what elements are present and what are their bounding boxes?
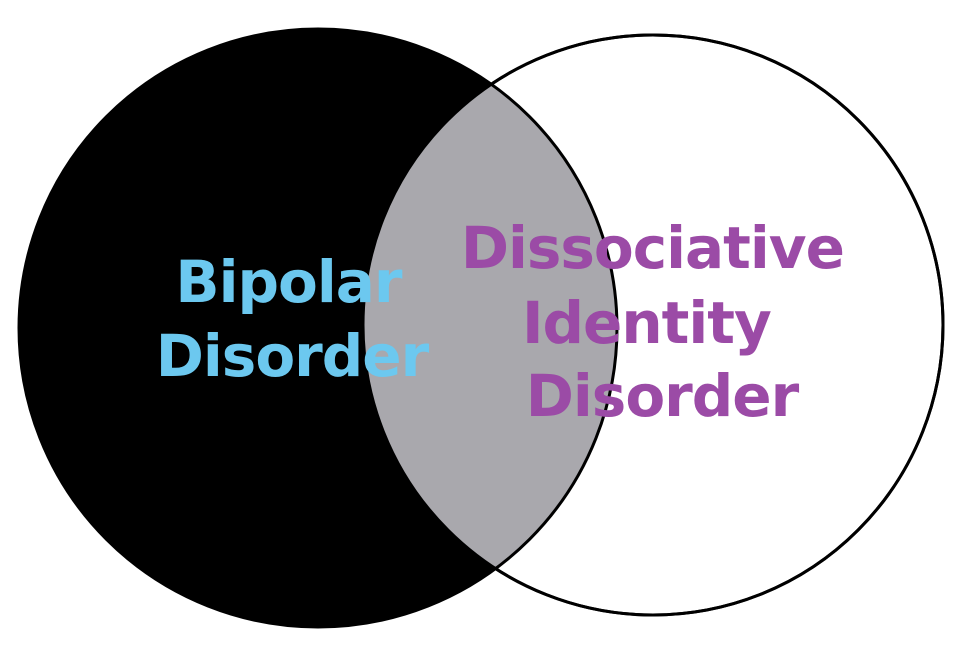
right-set-label: Dissociative Identity Disorder <box>461 214 863 430</box>
right-label-line-2: Identity <box>522 289 771 357</box>
overlap-region <box>363 35 617 615</box>
left-label-line-2: Disorder <box>156 322 430 390</box>
right-label-line-3: Disorder <box>526 362 800 430</box>
left-label-line-1: Bipolar <box>175 248 402 316</box>
right-label-line-1: Dissociative <box>461 214 844 282</box>
left-set-label: Bipolar Disorder <box>156 248 430 390</box>
right-set-outline <box>361 33 945 617</box>
left-set-outline <box>17 27 619 629</box>
